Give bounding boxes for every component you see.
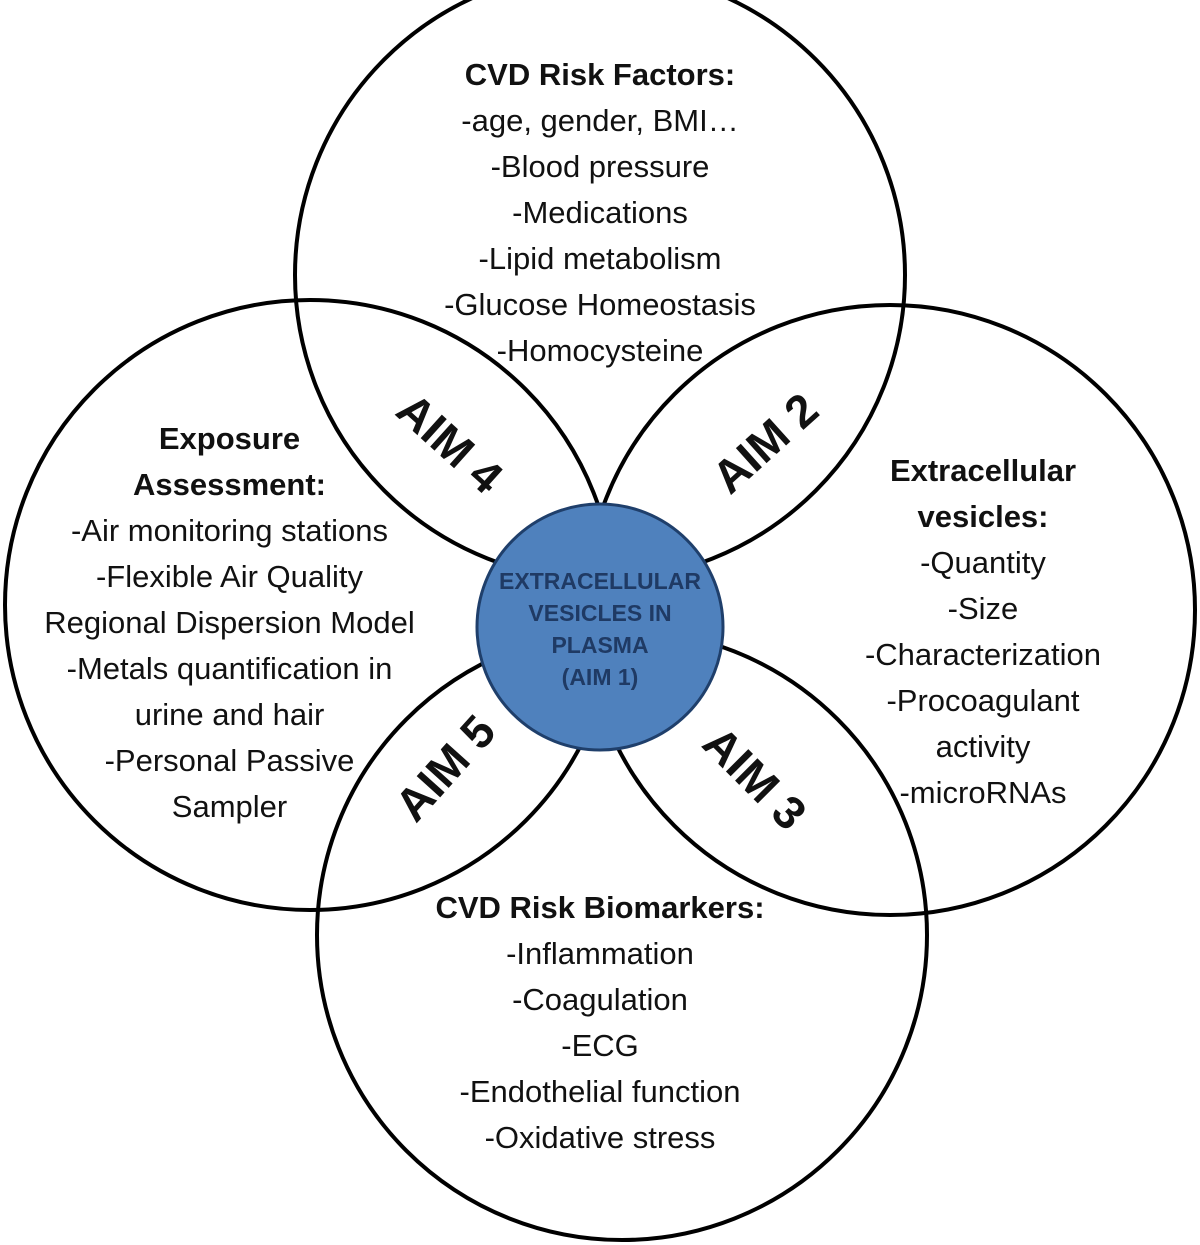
right-text-block: Extracellular vesicles: -Quantity -Size … [828,448,1138,816]
right-item: -Size [947,591,1019,626]
left-item: -Metals quantification in [66,651,393,686]
bottom-item: -Endothelial function [459,1074,741,1109]
top-heading: CVD Risk Factors: [464,57,736,92]
top-item: -Medications [512,195,688,230]
top-item: -age, gender, BMI… [461,103,739,138]
right-item: -Characterization [864,637,1102,672]
bottom-item: -ECG [561,1028,639,1063]
bottom-item: -Inflammation [506,936,694,971]
right-item: -Procoagulant [886,683,1080,718]
left-item: -Flexible Air Quality [95,559,364,594]
right-heading-line: vesicles: [917,499,1049,534]
left-item: -Personal Passive [104,743,355,778]
right-heading-line: Extracellular [889,453,1077,488]
center-circle [475,502,725,752]
bottom-heading: CVD Risk Biomarkers: [435,890,765,925]
center-line: EXTRACELLULAR [499,568,701,594]
top-item: -Homocysteine [496,333,704,368]
right-item: -microRNAs [899,775,1067,810]
left-item: urine and hair [134,697,325,732]
bottom-text-block: CVD Risk Biomarkers: -Inflammation -Coag… [390,885,810,1161]
left-item: -Air monitoring stations [70,513,388,548]
left-item: Sampler [171,789,288,824]
center-line: VESICLES IN [528,600,672,626]
top-item: -Blood pressure [490,149,710,184]
bottom-item: -Oxidative stress [484,1120,716,1155]
right-item: activity [935,729,1031,764]
center-line: PLASMA [551,632,649,658]
left-heading-line: Assessment: [133,467,326,502]
bottom-item: -Coagulation [512,982,688,1017]
left-item: Regional Dispersion Model [44,605,415,640]
right-item: -Quantity [920,545,1046,580]
top-item: -Glucose Homeostasis [444,287,756,322]
top-item: -Lipid metabolism [478,241,722,276]
left-text-block: Exposure Assessment: -Air monitoring sta… [12,416,447,830]
top-text-block: CVD Risk Factors: -age, gender, BMI… -Bl… [400,52,800,374]
center-line: (AIM 1) [561,664,639,690]
left-heading-line: Exposure [158,421,301,456]
center-text-block: EXTRACELLULAR VESICLES IN PLASMA (AIM 1) [480,565,720,693]
